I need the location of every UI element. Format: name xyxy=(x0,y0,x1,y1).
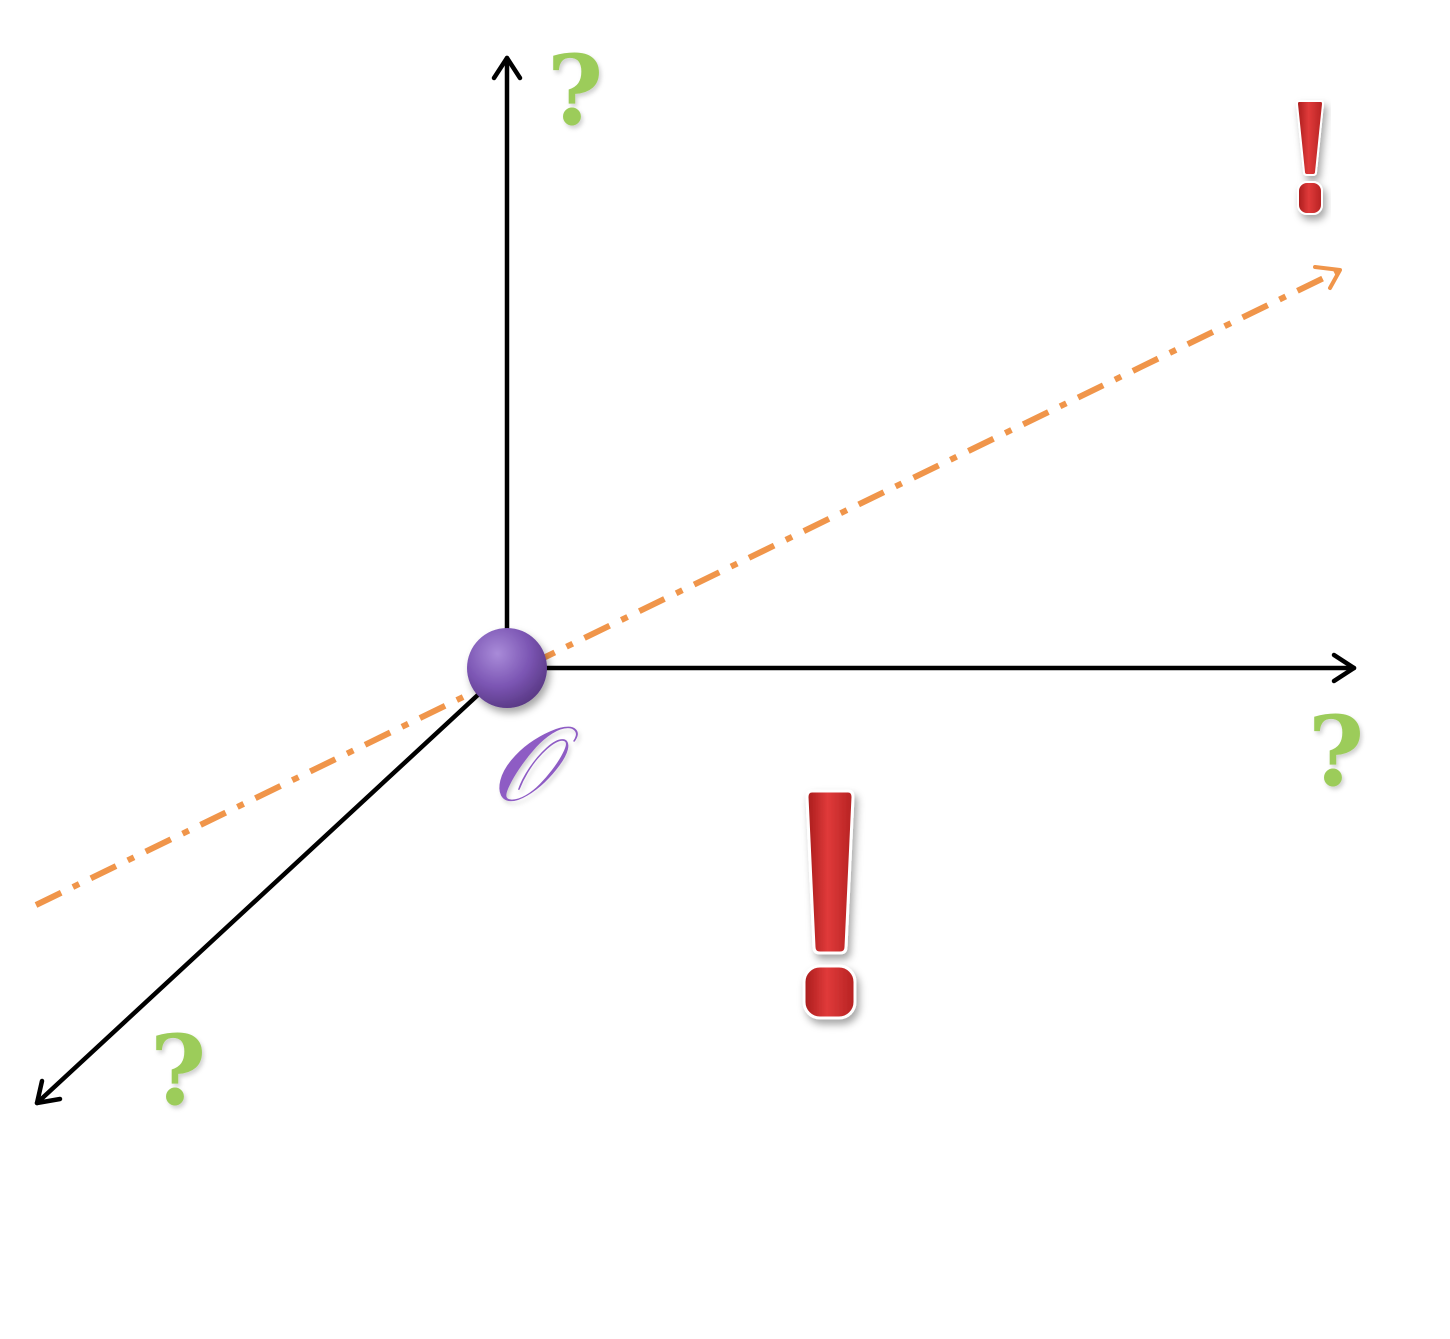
exclamation-icon-bar xyxy=(1295,100,1325,176)
dashed-line-arrowhead xyxy=(1313,265,1342,290)
vertical-axis xyxy=(491,55,523,671)
circle-point-icon xyxy=(467,628,547,708)
origin-label: 𝒪 xyxy=(490,703,579,825)
horizontal-axis-end-label: ? xyxy=(1308,695,1364,808)
horizontal-axis-arrowhead xyxy=(1331,652,1357,684)
dashed-line-segment xyxy=(34,268,1340,908)
diagonal-axis-arrowhead xyxy=(34,1078,63,1106)
exclamation-icon xyxy=(802,789,857,1020)
vertical-axis-arrowhead xyxy=(491,55,523,81)
diagonal-axis-end-label: ? xyxy=(150,1014,206,1127)
vertical-axis-end-label: ? xyxy=(547,34,603,147)
exclamation-icon-dot xyxy=(1297,181,1323,215)
dashed-direction-line xyxy=(34,265,1342,908)
exclamation-icon-dot xyxy=(802,964,857,1020)
horizontal-axis xyxy=(504,652,1357,684)
diagonal-axis-line xyxy=(34,665,510,1106)
exclamation-icon xyxy=(1295,100,1325,215)
diagonal-axis xyxy=(34,665,510,1106)
exclamation-icon-bar xyxy=(805,789,855,955)
